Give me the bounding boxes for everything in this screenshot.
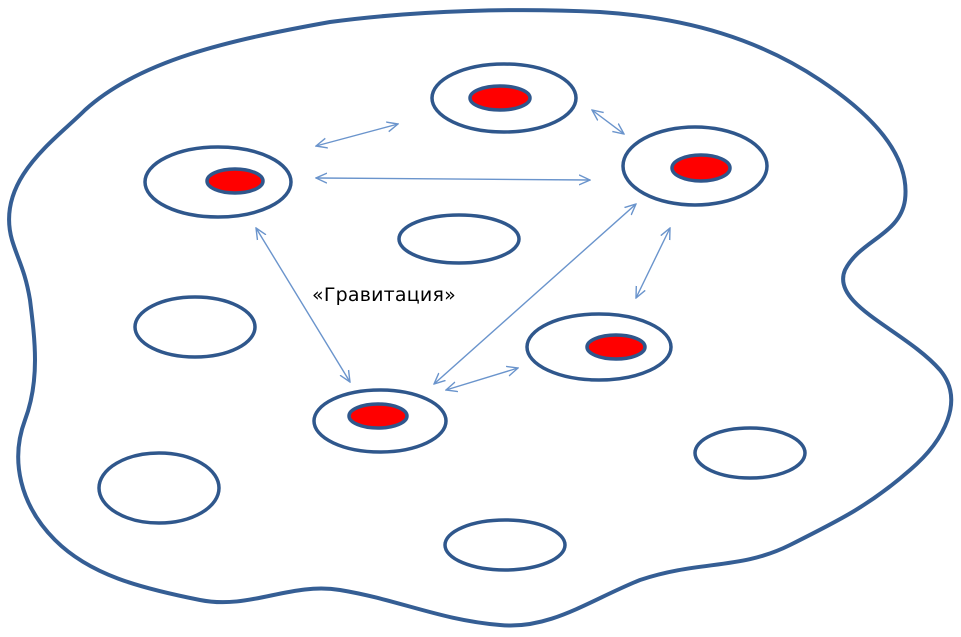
node-bottom [312,388,448,454]
ring-left [133,295,257,359]
node-midright-core [585,333,647,361]
arrow-bottom-midright [446,368,518,390]
arrow-right-midright [636,228,670,298]
arrow-left-top [316,124,398,146]
ring-lower-left [97,451,221,525]
arrow-left-right [316,178,590,180]
gravity-label: «Гравитация» [312,284,456,306]
arrow-right-bottom [434,204,636,384]
node-left [143,145,293,219]
ring-bottom [443,518,567,572]
node-left-core [205,167,265,195]
node-right-core [670,153,732,183]
ring-center [397,213,521,265]
node-right [621,125,769,207]
arrow-left-bottom [256,228,350,382]
node-top [430,62,578,134]
ring-lower-right [693,426,807,480]
node-top-core [468,84,532,112]
node-midright [525,312,673,382]
arrow-top-right [592,110,624,134]
node-bottom-core [347,402,409,430]
